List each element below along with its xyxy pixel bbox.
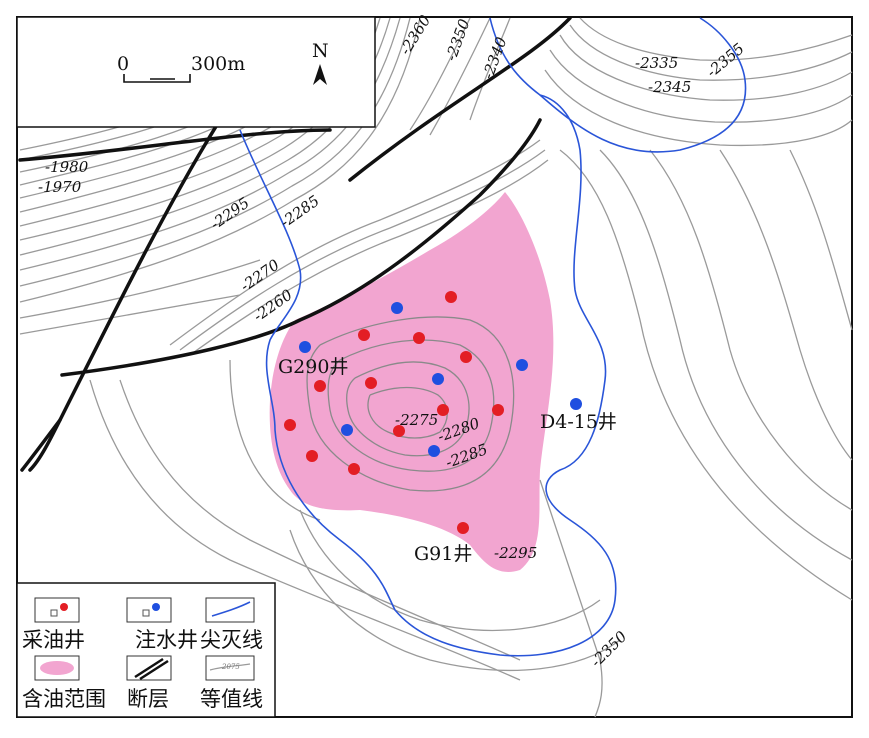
oil-well[interactable] (460, 351, 472, 363)
oil-well[interactable] (492, 404, 504, 416)
oil-well[interactable] (348, 463, 360, 475)
legend-oil-area-label: 含油范围 (22, 687, 106, 711)
oil-well[interactable] (358, 329, 370, 341)
water-well[interactable] (432, 373, 444, 385)
legend-fault-icon (126, 655, 172, 681)
contour-label: -1980 (45, 158, 89, 176)
oil-area (269, 192, 554, 572)
water-well-g290[interactable] (299, 341, 311, 353)
north-label: N (312, 40, 329, 62)
water-wells (299, 302, 582, 457)
water-well[interactable] (428, 445, 440, 457)
legend-fault-label: 断层 (127, 687, 169, 711)
legend-contour-sample: 2075 (221, 663, 240, 671)
scale-zero-label: 0 (117, 53, 129, 75)
map-inset: 0 300m N (16, 16, 376, 128)
oil-well[interactable] (306, 450, 318, 462)
legend-contour-icon (205, 655, 255, 681)
water-well[interactable] (516, 359, 528, 371)
legend-pinchout-label: 尖灭线 (200, 628, 263, 652)
oil-well[interactable] (284, 419, 296, 431)
oil-area-contours (306, 316, 515, 492)
oil-well[interactable] (393, 425, 405, 437)
water-well[interactable] (341, 424, 353, 436)
well-label-g290: G290井 (278, 356, 348, 378)
well-label-d415: D4-15井 (540, 411, 617, 433)
oil-well[interactable] (314, 380, 326, 392)
contour-label: -2275 (395, 411, 438, 429)
pinchout-line (239, 17, 747, 657)
well-label-g91: G91井 (414, 543, 472, 565)
scale-bar (123, 74, 191, 83)
oil-well[interactable] (437, 404, 449, 416)
contour-label: -2345 (648, 78, 691, 96)
legend-oil-well-label: 采油井 (22, 628, 85, 652)
scale-distance-label: 300m (191, 53, 245, 75)
legend-water-well-label: 注水井 (135, 628, 198, 652)
legend-contour-label: 等值线 (200, 687, 263, 711)
oil-wells (284, 291, 504, 534)
contour-label: -2335 (635, 54, 678, 72)
oil-well[interactable] (445, 291, 457, 303)
oil-well[interactable] (365, 377, 377, 389)
north-arrow-icon (313, 64, 327, 85)
water-well-d415[interactable] (570, 398, 582, 410)
oil-well[interactable] (413, 332, 425, 344)
contour-label: -1970 (38, 178, 82, 196)
legend-water-well-icon (126, 597, 172, 623)
oil-well-g91[interactable] (457, 522, 469, 534)
fault-lines (18, 16, 572, 472)
water-well[interactable] (391, 302, 403, 314)
legend: 采油井 注水井 尖灭线 2075 含油范围 断层 等值线 (16, 582, 276, 718)
contour-label: -2295 (494, 544, 537, 562)
